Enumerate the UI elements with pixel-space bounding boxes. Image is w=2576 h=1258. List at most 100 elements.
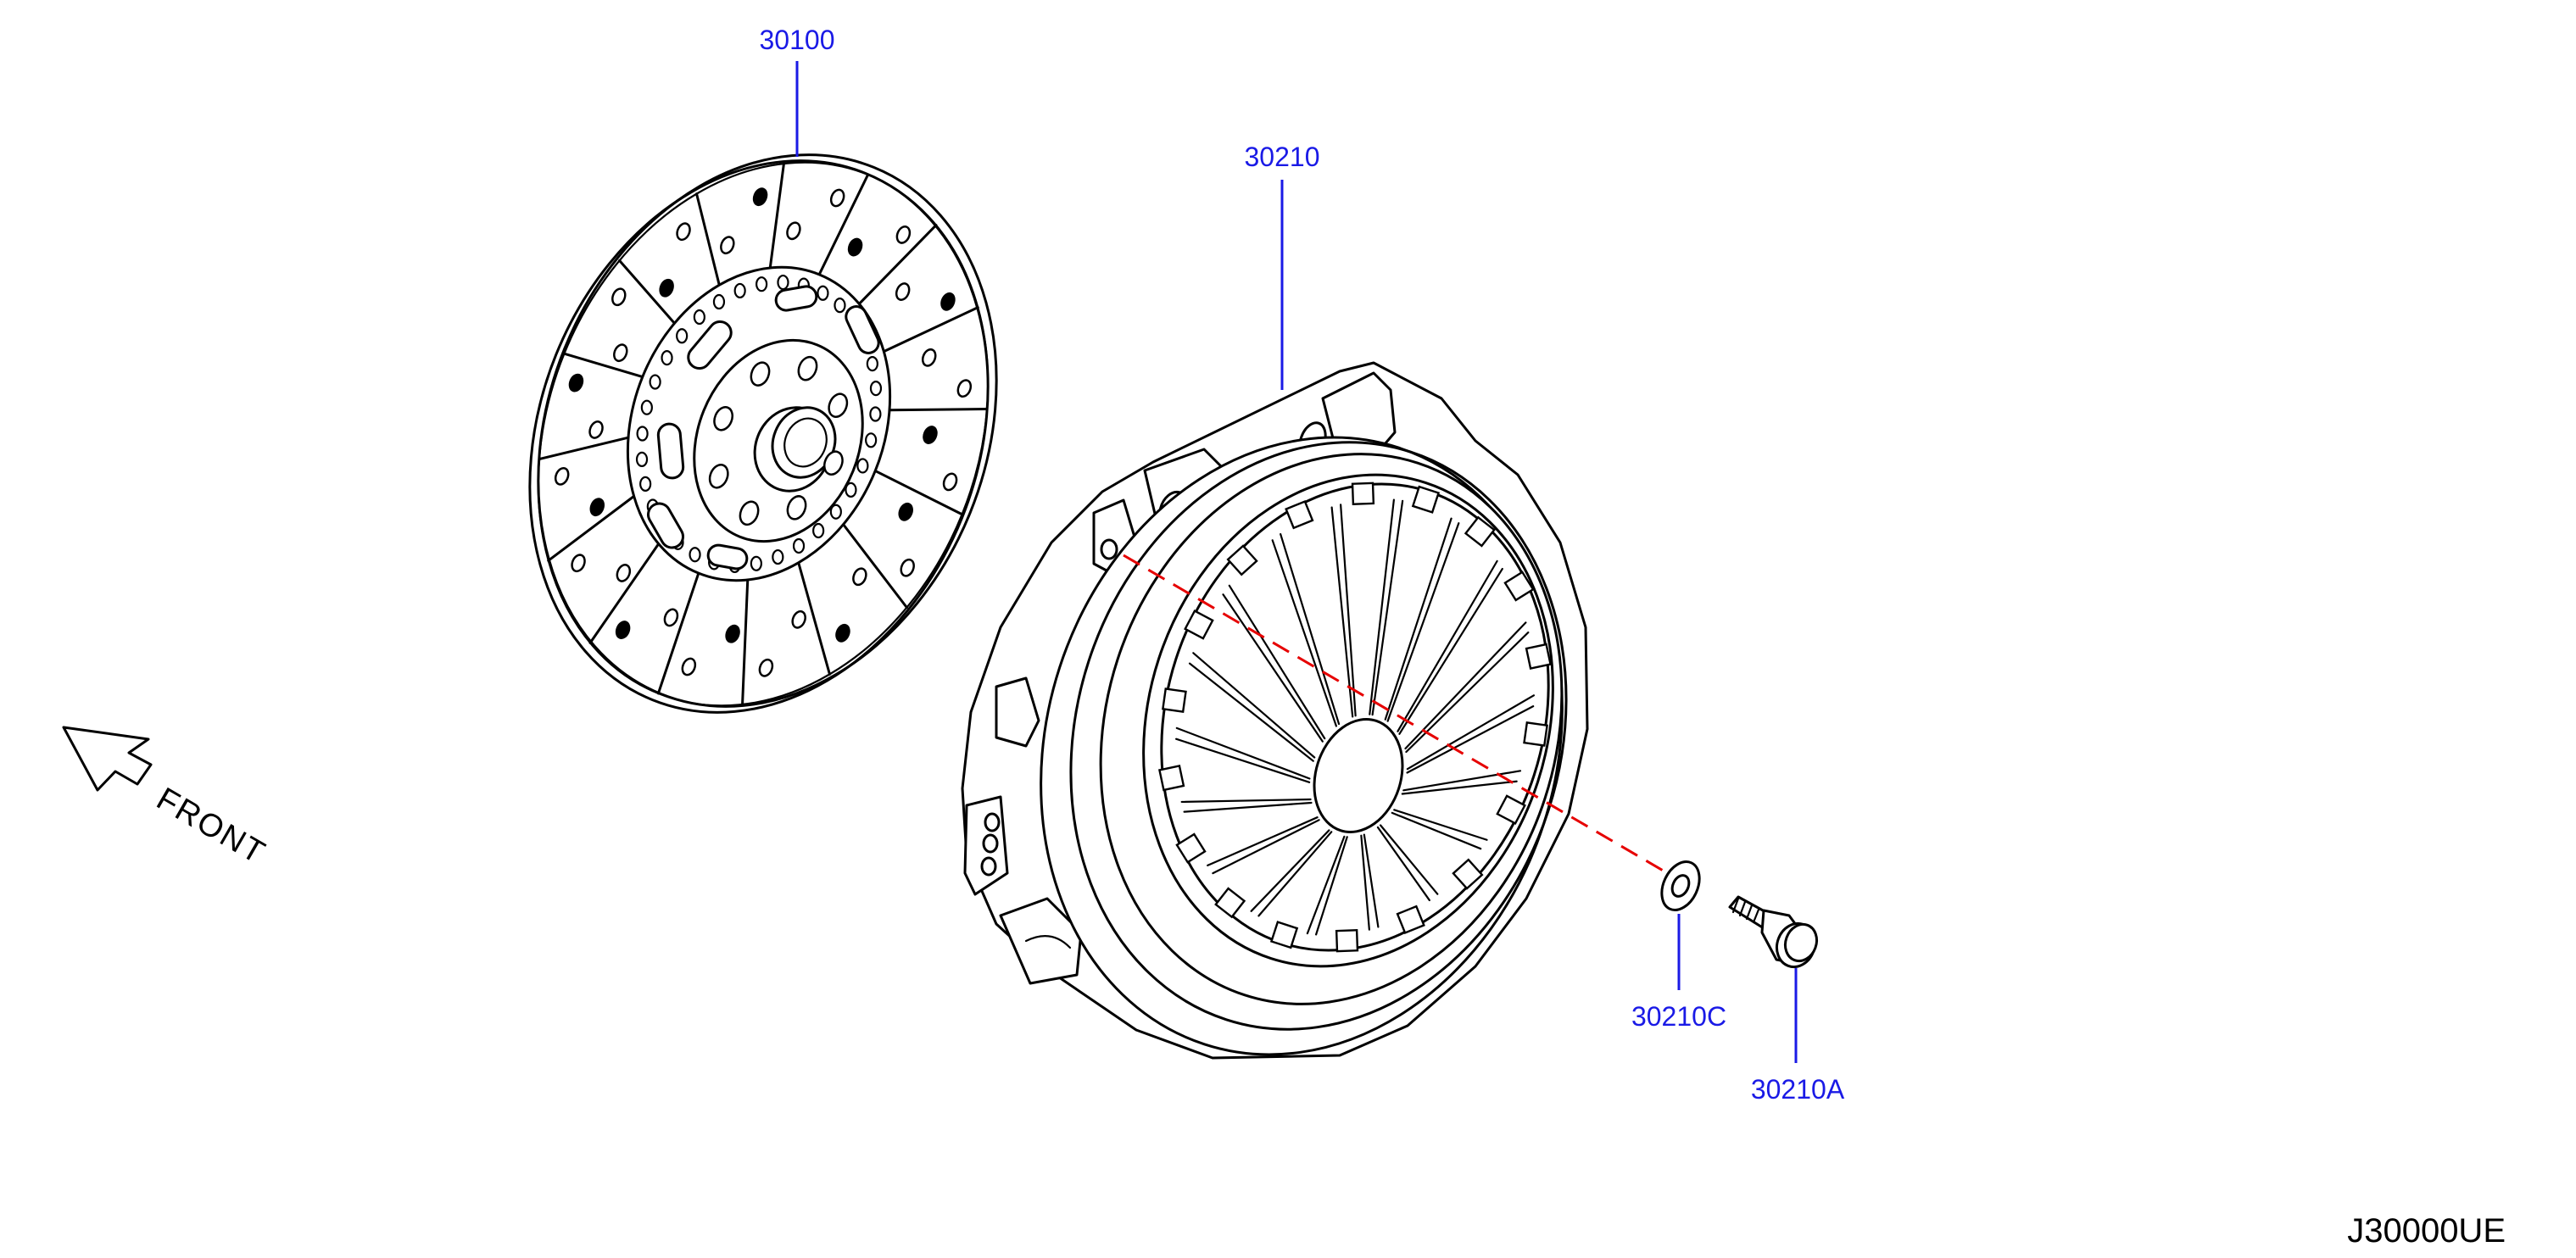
facing-rivet-hole xyxy=(589,498,605,517)
bolt-icon[interactable] xyxy=(1728,895,1821,972)
diagram-reference-code: J30000UE xyxy=(2347,1212,2506,1250)
facing-segment-line xyxy=(873,469,964,516)
diaphragm-finger-line xyxy=(1315,836,1348,936)
facing-segment-line xyxy=(817,173,870,276)
diaphragm-finger-line xyxy=(1222,593,1324,743)
fulcrum-tab xyxy=(1184,610,1214,640)
facing-rivet-hole xyxy=(588,420,604,439)
hub-rivet-hole xyxy=(693,309,705,326)
diaphragm-finger-line xyxy=(1369,498,1395,715)
hub-rivet-hole xyxy=(817,285,829,301)
fulcrum-tab xyxy=(1226,544,1258,576)
clutch-disc-icon[interactable] xyxy=(449,86,1076,782)
cover-part-number[interactable]: 30210 xyxy=(1245,142,1320,172)
facing-rivet-hole xyxy=(835,623,850,643)
fulcrum-tab xyxy=(1335,929,1359,953)
facing-rivet-hole xyxy=(571,554,586,573)
bolt-part-number[interactable]: 30210A xyxy=(1751,1074,1845,1105)
fulcrum-tab xyxy=(1452,858,1484,890)
facing-rivet-hole xyxy=(613,343,628,363)
hub-rivet-hole xyxy=(689,547,701,563)
diaphragm-finger-line xyxy=(1397,559,1498,732)
facing-rivet-hole xyxy=(900,558,915,577)
facing-rivet-hole xyxy=(616,564,632,582)
facing-segment-line xyxy=(538,436,630,461)
fulcrum-tab xyxy=(1351,481,1375,505)
hub-rivet-hole xyxy=(636,426,649,442)
facing-rivet-hole xyxy=(923,426,938,444)
hub-rivet-hole xyxy=(845,481,857,498)
hub-rivet-hole xyxy=(829,504,842,520)
diaphragm-finger-line xyxy=(1404,621,1527,750)
facing-rivet-hole xyxy=(725,624,740,643)
diaphragm-finger-line xyxy=(1406,705,1535,774)
facing-rivet-hole xyxy=(791,610,806,629)
hub-rivet-hole xyxy=(834,298,846,314)
fulcrum-tab xyxy=(1175,832,1207,864)
diaphragm-finger-line xyxy=(1391,811,1482,850)
facing-rivet-hole xyxy=(921,348,937,367)
facing-segment-line xyxy=(562,352,644,379)
facing-rivet-hole xyxy=(956,379,973,398)
diaphragm-finger-line xyxy=(1212,819,1320,875)
hub-rivet-hole xyxy=(639,476,652,492)
fulcrum-tab xyxy=(1464,515,1496,548)
hub-rivet-hole xyxy=(750,555,762,571)
facing-segment-line xyxy=(768,162,785,270)
clutch-cover-icon[interactable] xyxy=(961,361,1641,1123)
facing-rivet-hole xyxy=(852,567,867,587)
facing-rivet-hole xyxy=(615,621,631,639)
washer-icon[interactable] xyxy=(1654,855,1707,916)
hub-rivet-hole xyxy=(792,537,806,554)
hub-rivet-hole xyxy=(856,458,869,474)
facing-segment-line xyxy=(618,259,676,325)
facing-rivet-hole xyxy=(940,292,956,311)
hub-rivet-hole xyxy=(649,374,661,390)
hub-bolt-hole xyxy=(708,464,729,489)
facing-rivet-hole xyxy=(568,373,584,392)
facing-rivet-hole xyxy=(681,657,697,676)
hub-rivet-hole xyxy=(676,328,689,344)
hub-rivet-hole xyxy=(712,293,726,310)
fulcrum-tab xyxy=(1411,485,1441,514)
diaphragm-finger-line xyxy=(1340,504,1357,717)
washer-part-number[interactable]: 30210C xyxy=(1631,1001,1726,1032)
facing-segment-line xyxy=(588,543,661,644)
facing-segment-line xyxy=(797,561,831,676)
diaphragm-finger-line xyxy=(1188,662,1314,762)
hub-bolt-hole xyxy=(750,361,771,387)
fulcrum-tab xyxy=(1496,794,1526,825)
hub-rivet-hole xyxy=(635,451,649,468)
facing-rivet-hole xyxy=(895,282,911,301)
facing-segment-line xyxy=(695,192,721,287)
fulcrum-tab xyxy=(1285,499,1314,530)
diaphragm-finger-line xyxy=(1257,831,1333,917)
hub-rivet-hole xyxy=(772,548,784,565)
disc-part-number[interactable]: 30100 xyxy=(760,25,835,55)
fulcrum-tab xyxy=(1503,571,1535,602)
hub-bolt-hole xyxy=(797,355,818,381)
diaphragm-finger-line xyxy=(1402,770,1522,792)
diaphragm-finger-line xyxy=(1175,726,1311,780)
diaphragm-finger-line xyxy=(1384,517,1452,721)
facing-rivet-hole xyxy=(847,237,863,257)
diaphragm-finger-line xyxy=(1207,816,1319,867)
diaphragm-finger-line xyxy=(1401,780,1518,795)
hub-rivet-hole xyxy=(777,274,789,291)
facing-rivet-hole xyxy=(942,472,958,492)
facing-rivet-hole xyxy=(752,187,768,207)
hub-bolt-hole xyxy=(828,392,849,418)
hub-rivet-hole xyxy=(812,522,825,539)
diaphragm-finger-line xyxy=(1250,829,1330,912)
facing-rivet-hole xyxy=(720,236,735,255)
facing-rivet-hole xyxy=(895,225,912,244)
fulcrum-tab xyxy=(1525,643,1552,670)
diaphragm-finger-line xyxy=(1183,801,1313,813)
hub-rivet-hole xyxy=(866,356,878,372)
diaphragm-finger-line xyxy=(1280,532,1341,726)
hub-rivet-hole xyxy=(661,349,673,366)
diaphragm-finger-line xyxy=(1228,584,1326,740)
diaphragm-finger-line xyxy=(1306,835,1346,935)
hub-bolt-hole xyxy=(786,495,807,520)
